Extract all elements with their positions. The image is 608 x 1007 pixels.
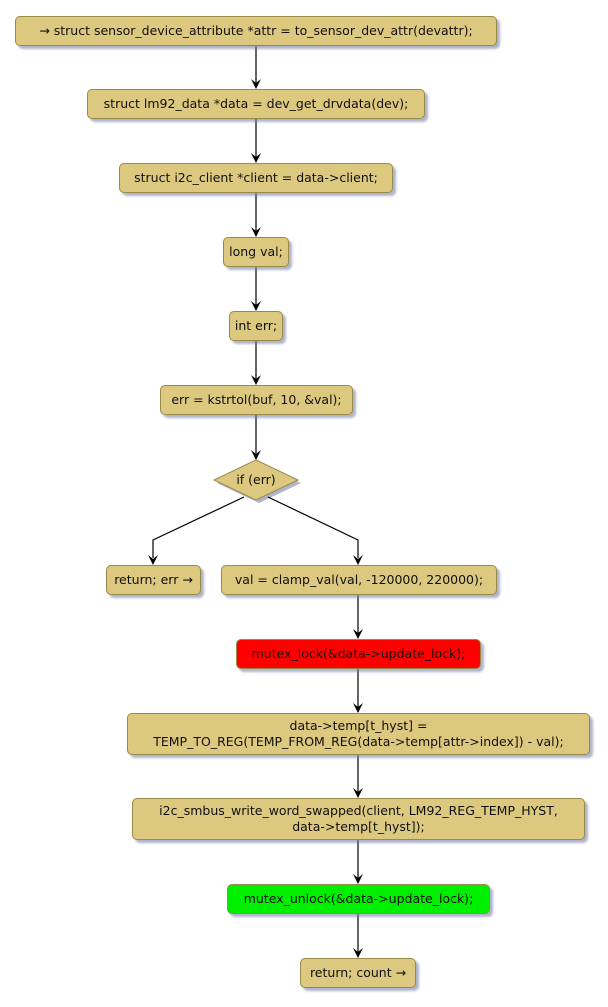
node-mutex-unlock: mutex_unlock(&data->update_lock); [227,884,490,914]
decision-if-err-label: if (err) [236,472,276,487]
edge-n4-n5-arrowhead [251,301,261,311]
edge-n12-n13-arrowhead [353,948,363,958]
node-get-drvdata: struct lm92_data *data = dev_get_drvdata… [87,89,425,119]
node-client: struct i2c_client *client = data->client… [119,163,393,193]
edge-d1-n8 [267,496,359,558]
node-return-count: return; count → [300,958,416,988]
node-mutex-lock: mutex_lock(&data->update_lock); [236,639,481,669]
node-i2c-write: i2c_smbus_write_word_swapped(client, LM9… [132,798,585,840]
node-return-err: return; err → [106,565,201,595]
edge-n11-n12-arrowhead [353,874,363,884]
edge-n8-n9-arrowhead [353,629,363,639]
edge-d1-n8-arrowhead [353,555,363,565]
node-temp-hyst-assign: data->temp[t_hyst] = TEMP_TO_REG(TEMP_FR… [127,713,590,755]
edge-n9-n10-arrowhead [353,703,363,713]
decision-if-err [212,459,300,501]
node-long-val: long val; [223,237,289,267]
edge-n5-n6-arrowhead [251,375,261,385]
node-int-err: int err; [229,311,283,341]
edge-n1-n2-arrowhead [251,79,261,89]
edge-n3-n4-arrowhead [251,227,261,237]
node-clamp-val: val = clamp_val(val, -120000, 220000); [221,565,497,595]
node-kstrtol: err = kstrtol(buf, 10, &val); [160,385,353,415]
edge-d1-n7-arrowhead [148,555,158,565]
edge-d1-n7 [152,496,245,558]
edge-n10-n11-arrowhead [353,788,363,798]
edge-n6-d1-arrowhead [251,450,261,460]
edge-n2-n3-arrowhead [251,153,261,163]
node-get-attr: → struct sensor_device_attribute *attr =… [15,16,497,46]
